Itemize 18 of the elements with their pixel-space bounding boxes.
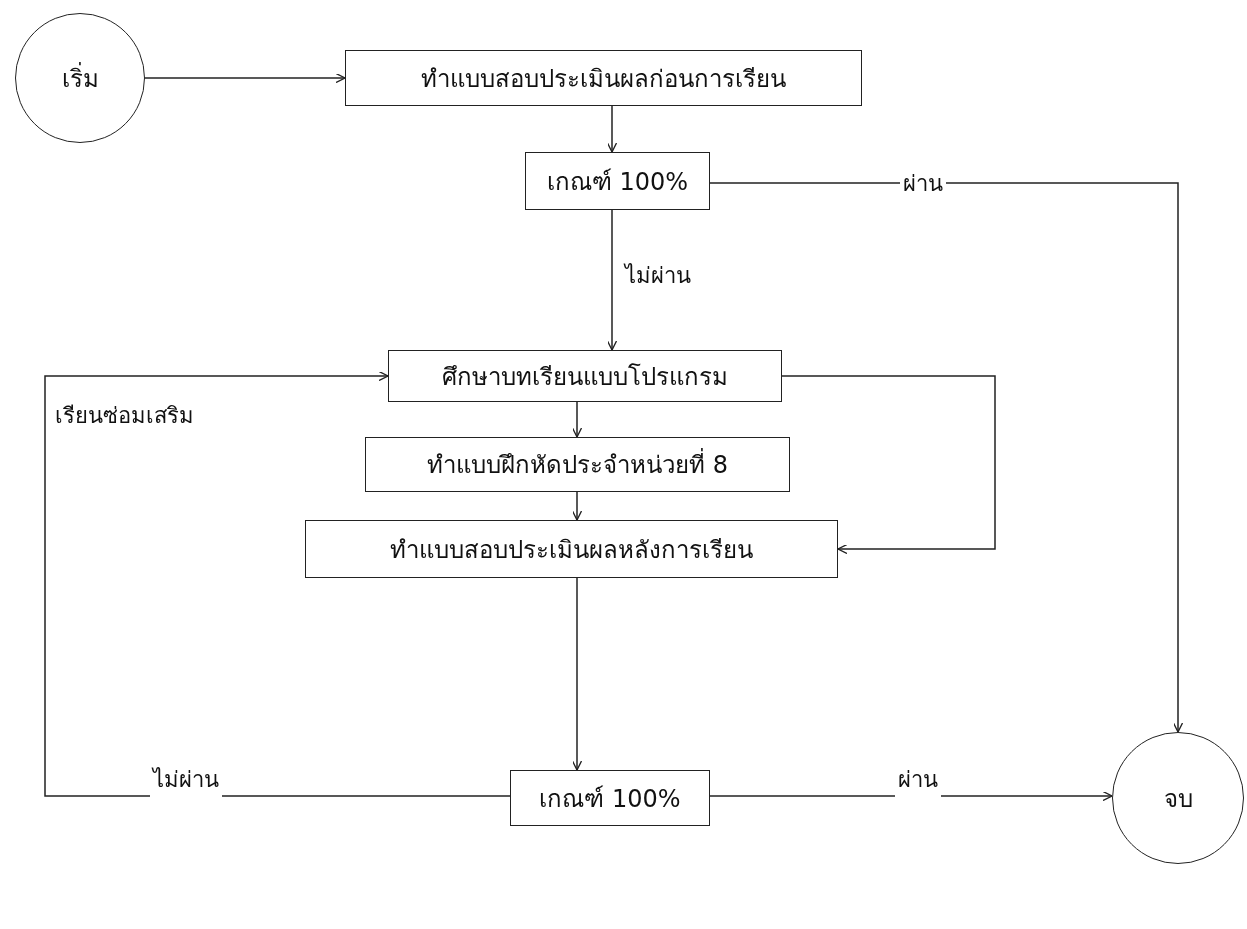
arrow bbox=[606, 105, 618, 153]
criterion-box: เกณฑ์ 100% bbox=[510, 770, 710, 826]
arrow bbox=[709, 790, 1113, 802]
arrow bbox=[571, 491, 583, 521]
arrow bbox=[781, 375, 996, 555]
start-circle: เริ่ม bbox=[15, 13, 145, 143]
process-box: ทำแบบฝึกหัดประจำหน่วยที่ 8 bbox=[365, 437, 790, 492]
process-box: ศึกษาบทเรียนแบบโปรแกรม bbox=[388, 350, 782, 402]
arrow bbox=[571, 401, 583, 438]
arrow bbox=[709, 182, 1184, 733]
process-box: ทำแบบสอบประเมินผลหลังการเรียน bbox=[305, 520, 838, 578]
arrow bbox=[144, 72, 346, 84]
arrow bbox=[606, 209, 618, 351]
arrow bbox=[571, 577, 583, 771]
criterion-box: เกณฑ์ 100% bbox=[525, 152, 710, 210]
arrow bbox=[44, 370, 511, 797]
end-circle: จบ bbox=[1112, 732, 1244, 864]
process-box: ทำแบบสอบประเมินผลก่อนการเรียน bbox=[345, 50, 862, 106]
